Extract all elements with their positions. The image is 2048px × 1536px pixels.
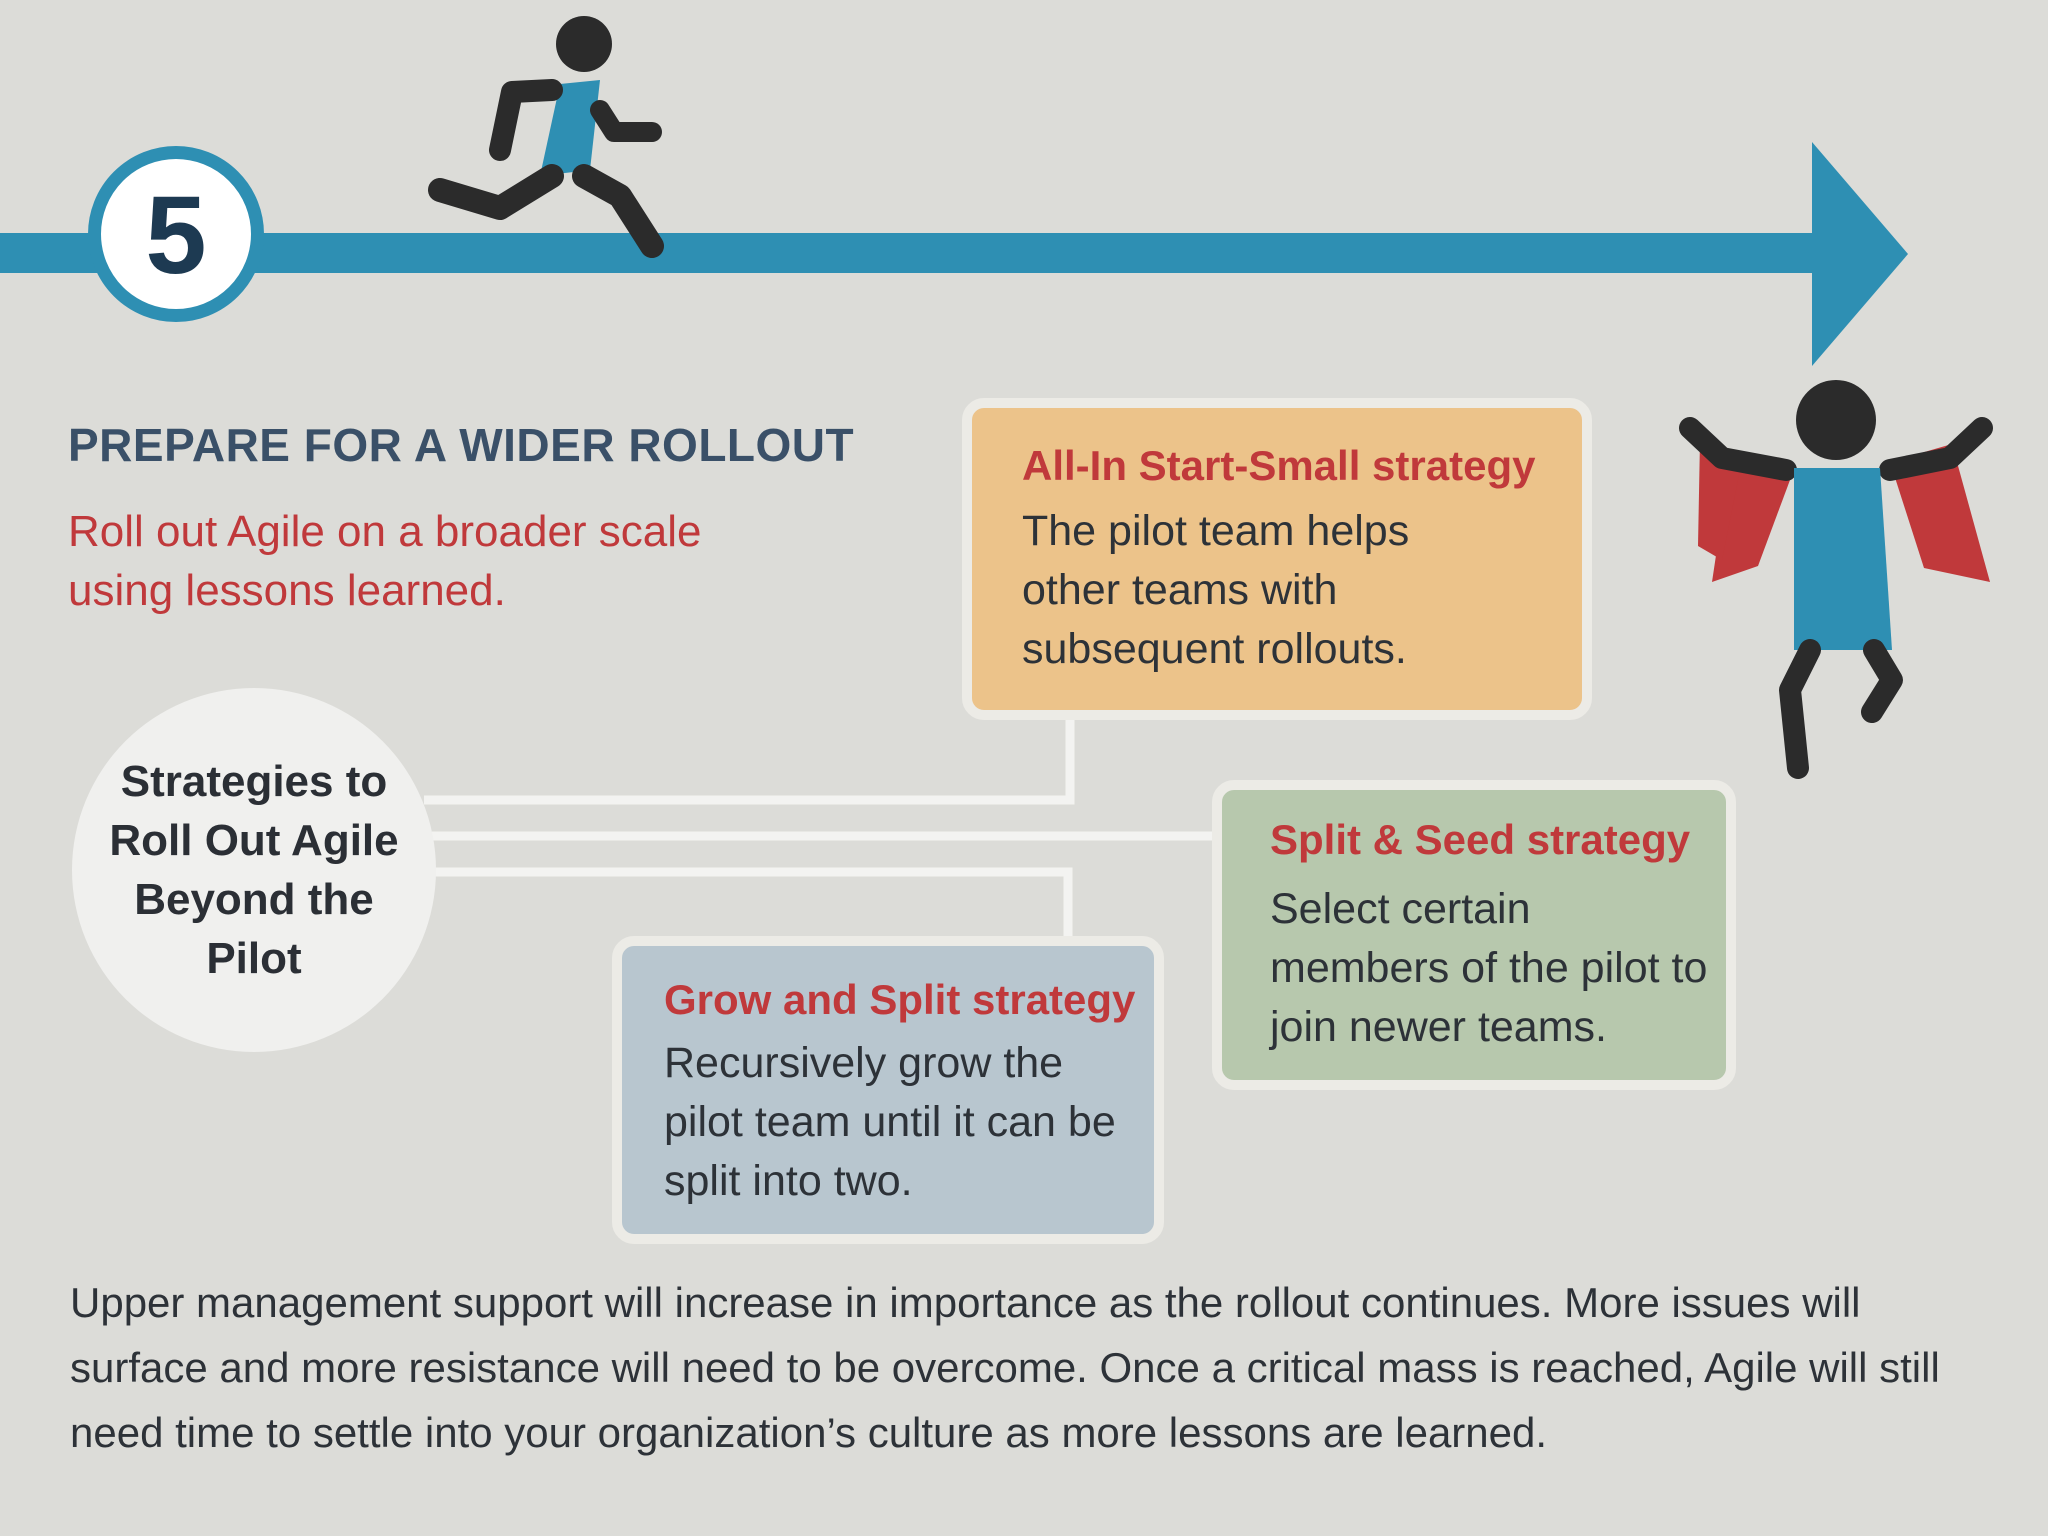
card-title: All-In Start-Small strategy <box>1022 442 1536 489</box>
section-subheading: Roll out Agile on a broader scale using … <box>68 507 702 615</box>
connector-lines <box>424 720 1212 936</box>
card-title: Split & Seed strategy <box>1270 816 1691 863</box>
card-title: Grow and Split strategy <box>664 976 1136 1023</box>
arrow-right-icon <box>1812 142 1908 366</box>
caped-hero-icon <box>1679 380 1993 779</box>
footer-paragraph: Upper management support will increase i… <box>70 1279 1940 1456</box>
card-body: The pilot team helps other teams with su… <box>1022 507 1410 673</box>
card-body: Select certain members of the pilot to j… <box>1270 885 1708 1051</box>
card-body: Recursively grow the pilot team until it… <box>664 1039 1116 1205</box>
card-all-in-start-small: All-In Start-Small strategy The pilot te… <box>962 398 1592 720</box>
running-person-icon <box>428 16 664 258</box>
section-heading: PREPARE FOR A WIDER ROLLOUT <box>68 419 855 471</box>
step-number: 5 <box>145 174 207 297</box>
strategies-hub-label: Strategies to Roll Out Agile Beyond the … <box>109 757 399 983</box>
card-split-and-seed: Split & Seed strategy Select certain mem… <box>1212 780 1736 1090</box>
timeline-bar <box>0 233 1820 273</box>
strategies-hub: Strategies to Roll Out Agile Beyond the … <box>72 688 436 1052</box>
card-grow-and-split: Grow and Split strategy Recursively grow… <box>612 936 1164 1244</box>
step-number-badge: 5 <box>88 146 264 322</box>
